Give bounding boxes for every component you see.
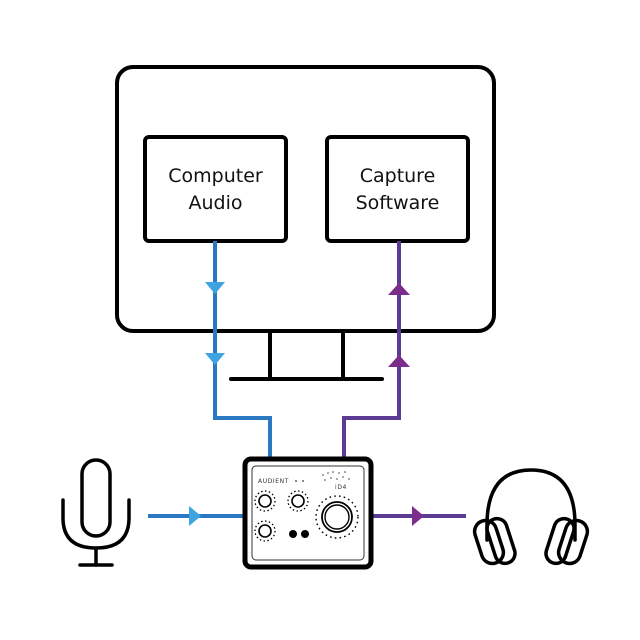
arrow-up-icon <box>388 283 410 295</box>
interface-button <box>289 530 297 538</box>
gain-knob-1 <box>254 490 276 512</box>
arrow-right-icon <box>189 506 201 526</box>
interface-brand-label: AUDIENT <box>258 478 289 485</box>
capture-software-label-line1: Capture <box>360 165 436 187</box>
computer-audio-label-line2: Audio <box>188 192 242 214</box>
monitor-mix-knob <box>254 520 276 542</box>
computer-monitor <box>115 65 496 381</box>
signal-microphone-to-interface <box>148 506 244 526</box>
gain-knob-2 <box>287 490 309 512</box>
arrow-up-icon <box>388 355 410 367</box>
arrow-down-icon <box>205 282 225 294</box>
computer-audio-box: Computer Audio <box>143 135 288 243</box>
capture-software-box: Capture Software <box>325 135 470 243</box>
signal-interface-to-capture-software <box>342 241 410 460</box>
audio-interface: AUDIENT iD4 <box>242 456 374 570</box>
interface-speckle <box>322 471 350 481</box>
microphone-icon <box>61 458 131 567</box>
interface-button <box>301 530 309 538</box>
volume-knob <box>315 495 359 539</box>
computer-audio-label-line1: Computer <box>168 165 263 187</box>
monitor-frame <box>115 65 496 333</box>
interface-model-label: iD4 <box>335 484 347 491</box>
signal-interface-to-headphones <box>372 506 466 526</box>
arrow-down-icon <box>205 353 225 365</box>
capture-software-label-line2: Software <box>356 192 440 214</box>
signal-computer-audio-to-interface <box>205 241 272 460</box>
arrow-right-icon <box>412 506 424 526</box>
headphones-icon <box>472 468 590 566</box>
